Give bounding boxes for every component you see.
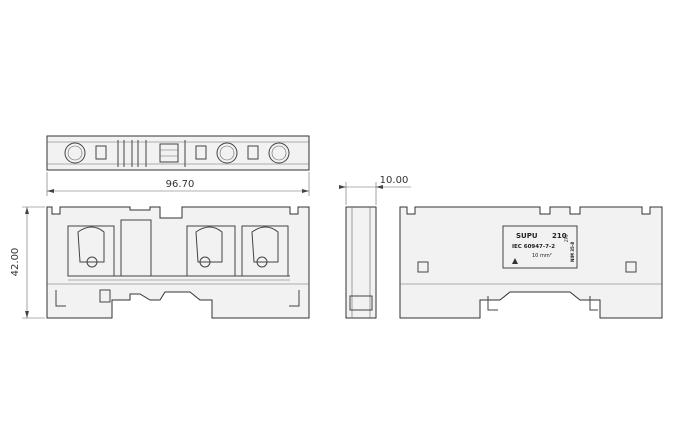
label-view: SUPU 210 IEC 60947-7-2 10 mm² ZP0 NIM 35… xyxy=(399,206,663,319)
label-side-small-2: NIM 35-8 xyxy=(570,242,575,262)
warning-triangle-icon xyxy=(512,258,518,264)
label-brand: SUPU xyxy=(516,232,538,240)
side-view xyxy=(345,206,377,319)
label-model: 210 xyxy=(552,232,567,240)
label-cross-section: 10 mm² xyxy=(532,253,552,259)
front-view xyxy=(46,206,310,319)
width-dimension-label: 96.70 xyxy=(166,179,195,190)
width-dimension: 96.70 xyxy=(46,172,310,196)
top-view xyxy=(46,135,310,171)
height-dimension-label: 42.00 xyxy=(10,248,21,277)
label-side-small-1: ZP0 xyxy=(564,234,569,242)
thickness-dimension-label: 10.00 xyxy=(380,175,409,186)
height-dimension: 42.00 xyxy=(10,206,45,319)
thickness-dimension: 10.00 xyxy=(339,175,411,205)
label-standard: IEC 60947-7-2 xyxy=(512,244,555,250)
